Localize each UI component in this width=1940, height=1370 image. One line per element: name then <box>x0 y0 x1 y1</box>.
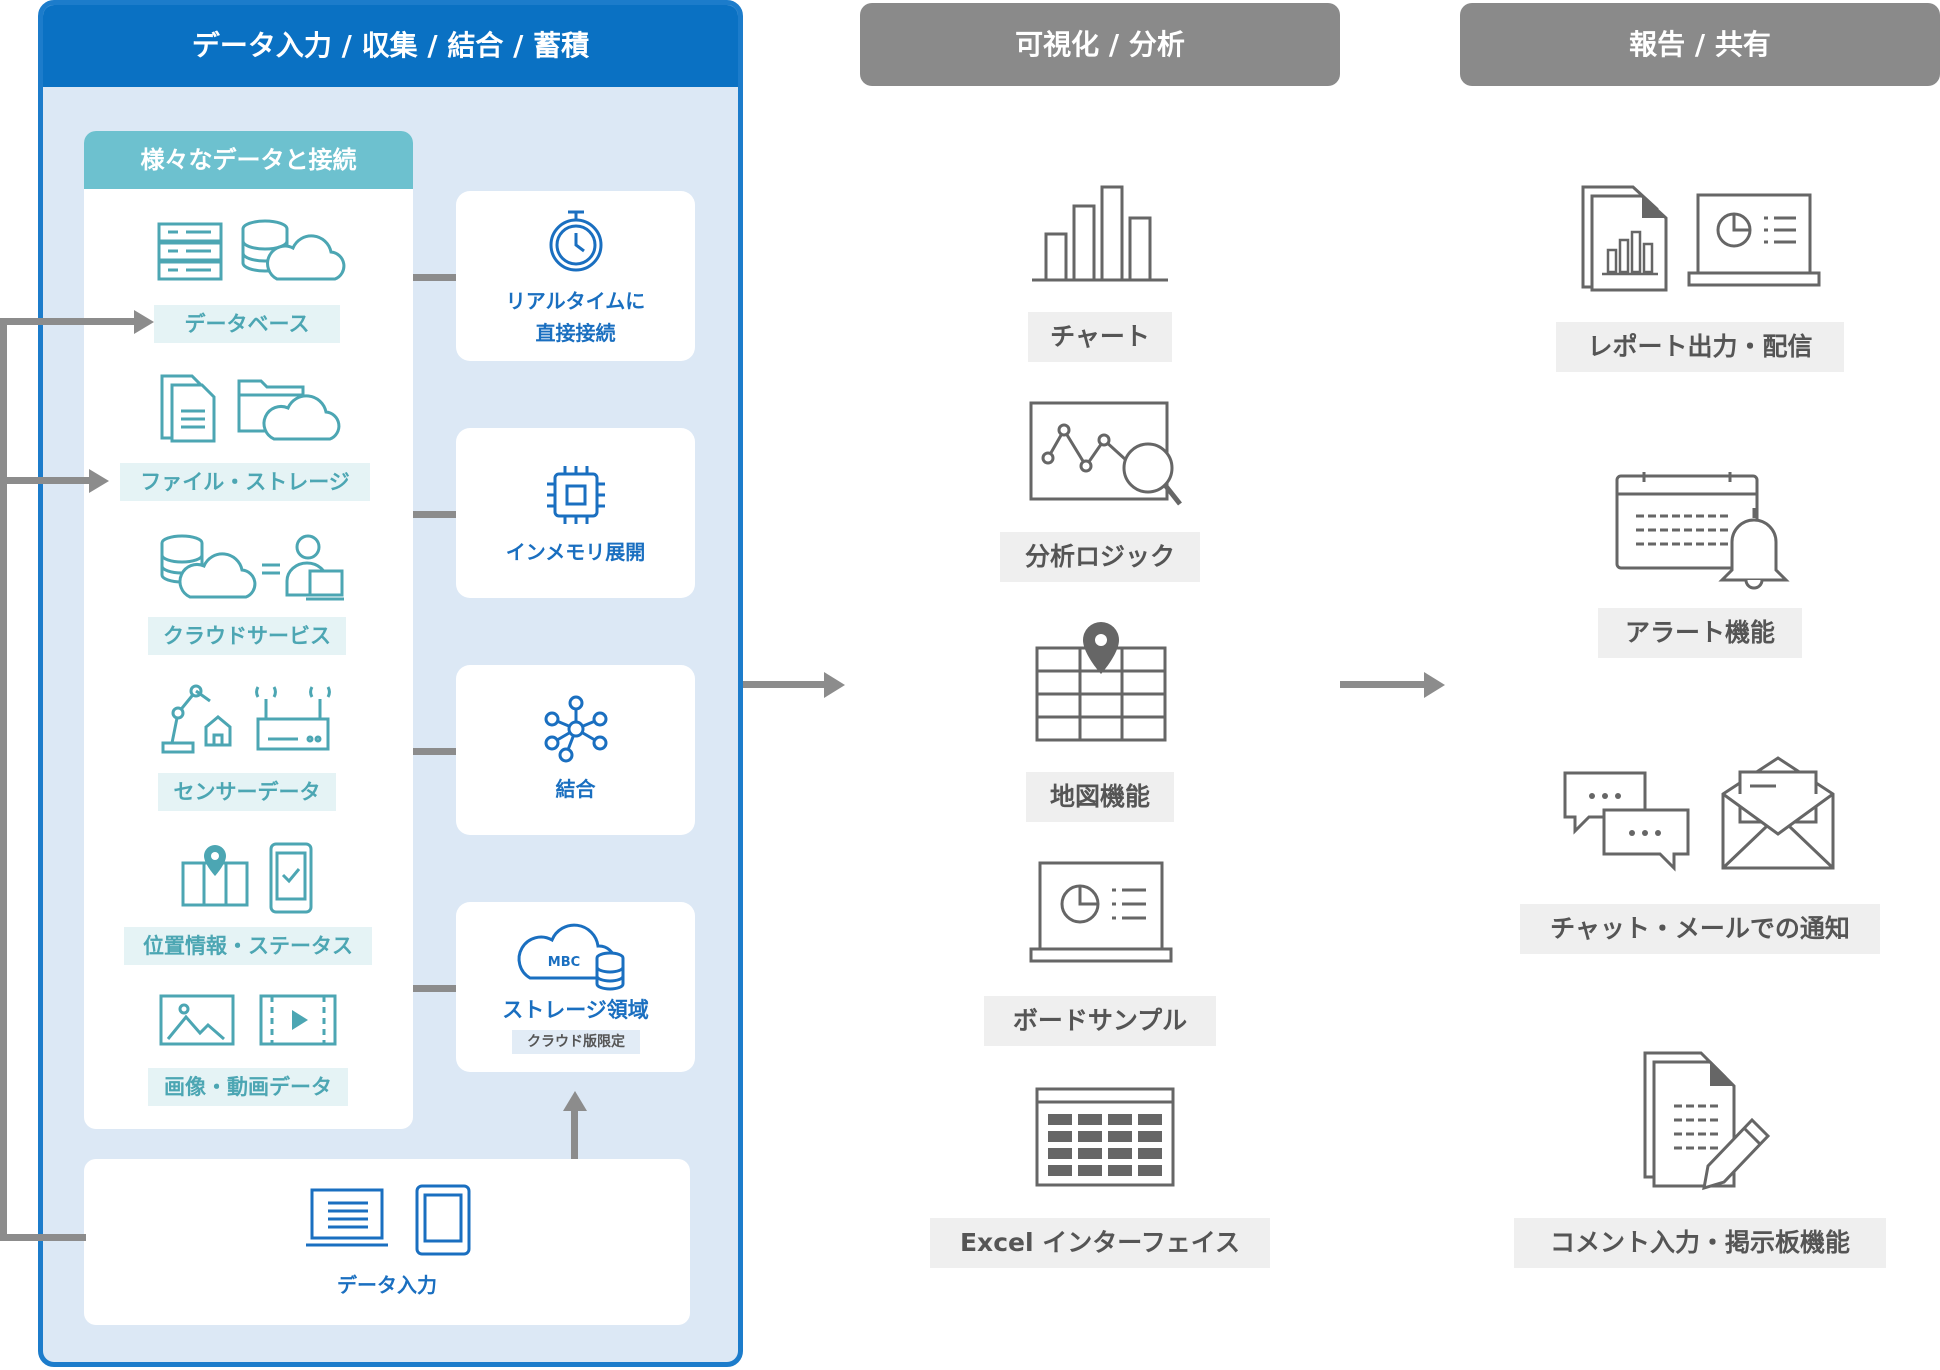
map-grid-pin-icon <box>1035 622 1167 742</box>
tablet-icon <box>415 1184 471 1256</box>
report-document-icon <box>1581 185 1668 292</box>
board-laptop-icon <box>1029 861 1173 963</box>
source-label-database: データベース <box>154 305 340 343</box>
feature-card-storage: MBC ストレージ領域 クラウド版限定 <box>456 902 695 1072</box>
cloud-service-icon <box>160 534 257 599</box>
database-server-icon <box>157 222 223 281</box>
data-input-label: データ入力 <box>337 1273 437 1297</box>
arrow-up-head-icon <box>563 1091 587 1111</box>
connector-join <box>413 748 456 755</box>
mail-envelope-icon <box>1721 756 1835 870</box>
analysis-magnifier-icon <box>1029 401 1182 506</box>
input-collect-panel: データ入力 / 収集 / 結合 / 蓄積 様々なデータと接続 データベース <box>38 0 743 1367</box>
spreadsheet-icon <box>1035 1087 1175 1187</box>
connector-inmemory <box>413 511 456 518</box>
feature-label-realtime-line2: 直接接続 <box>535 321 616 345</box>
feature-label-realtime-line1: リアルタイムに <box>505 289 646 313</box>
feedback-bottom-line <box>0 1234 86 1241</box>
cloud-folder-icon <box>237 379 341 441</box>
arrow-right-file-icon <box>89 469 109 493</box>
data-sources-card: 様々なデータと接続 データベース <box>84 131 413 1129</box>
flow-arrow-right-head-icon <box>1424 672 1445 698</box>
source-label-location: 位置情報・ステータス <box>124 927 372 965</box>
data-input-card: データ入力 <box>84 1159 690 1325</box>
flow-arrow-left-to-middle <box>743 681 827 688</box>
data-sources-title: 様々なデータと接続 <box>84 131 413 189</box>
feedback-to-database-line <box>0 318 137 325</box>
source-label-sensor: センサーデータ <box>158 773 336 811</box>
feature-card-inmemory: インメモリ展開 <box>456 428 695 598</box>
document-icon <box>160 374 216 443</box>
feedback-to-file-line <box>0 477 92 484</box>
feature-card-realtime: リアルタイムに 直接接続 <box>456 191 695 361</box>
visualize-analyze-header: 可視化 / 分析 <box>860 3 1340 86</box>
chip-icon <box>547 466 605 524</box>
cloud-only-badge: クラウド版限定 <box>512 1030 640 1054</box>
flow-arrow-middle-to-right <box>1340 681 1427 688</box>
middle-label-analysis-logic: 分析ロジック <box>1000 532 1200 582</box>
middle-label-map: 地図機能 <box>1026 772 1174 822</box>
source-label-image-video: 画像・動画データ <box>148 1068 348 1106</box>
feature-label-storage: ストレージ領域 <box>502 998 649 1022</box>
report-share-header: 報告 / 共有 <box>1460 3 1940 86</box>
cloud-storage-icon: MBC <box>517 923 625 991</box>
router-icon <box>255 686 331 751</box>
chat-bubbles-icon <box>1563 771 1690 872</box>
video-icon <box>259 994 337 1046</box>
right-label-chat-mail-notify: チャット・メールでの通知 <box>1520 904 1880 954</box>
middle-label-excel-interface: Excel インターフェイス <box>930 1218 1270 1268</box>
report-laptop-icon <box>1687 193 1821 287</box>
comment-document-pen-icon <box>1643 1051 1771 1191</box>
connector-realtime <box>413 274 456 281</box>
cloud-database-icon <box>241 219 346 281</box>
arrow-up-shaft <box>571 1109 578 1159</box>
equals-icon <box>262 563 280 575</box>
feature-label-inmemory: インメモリ展開 <box>505 540 646 564</box>
source-label-cloud-service: クラウドサービス <box>148 617 346 655</box>
right-label-alert: アラート機能 <box>1598 608 1802 658</box>
feedback-vertical-line <box>0 318 7 1241</box>
tablet-check-icon <box>269 842 313 914</box>
map-pin-icon <box>181 845 249 907</box>
arrow-right-database-icon <box>134 310 154 334</box>
connector-storage <box>413 985 456 992</box>
user-computer-icon <box>285 534 344 601</box>
right-label-report-output: レポート出力・配信 <box>1556 322 1844 372</box>
mbc-logo-text: MBC <box>548 955 580 970</box>
bar-chart-icon <box>1032 185 1168 282</box>
flow-arrow-left-head-icon <box>824 672 845 698</box>
feature-card-join: 結合 <box>456 665 695 835</box>
stopwatch-icon <box>549 210 603 272</box>
middle-label-board-sample: ボードサンプル <box>984 996 1216 1046</box>
network-nodes-icon <box>544 695 608 763</box>
source-label-file-storage: ファイル・ストレージ <box>120 463 370 501</box>
laptop-icon <box>306 1188 388 1247</box>
input-collect-panel-title: データ入力 / 収集 / 結合 / 蓄積 <box>43 5 738 87</box>
right-label-comment-board: コメント入力・掲示板機能 <box>1514 1218 1886 1268</box>
feature-label-join: 結合 <box>555 777 596 801</box>
middle-label-chart: チャート <box>1028 312 1172 362</box>
image-icon <box>159 994 235 1046</box>
calendar-bell-icon <box>1615 472 1790 590</box>
robot-arm-icon <box>161 684 232 754</box>
